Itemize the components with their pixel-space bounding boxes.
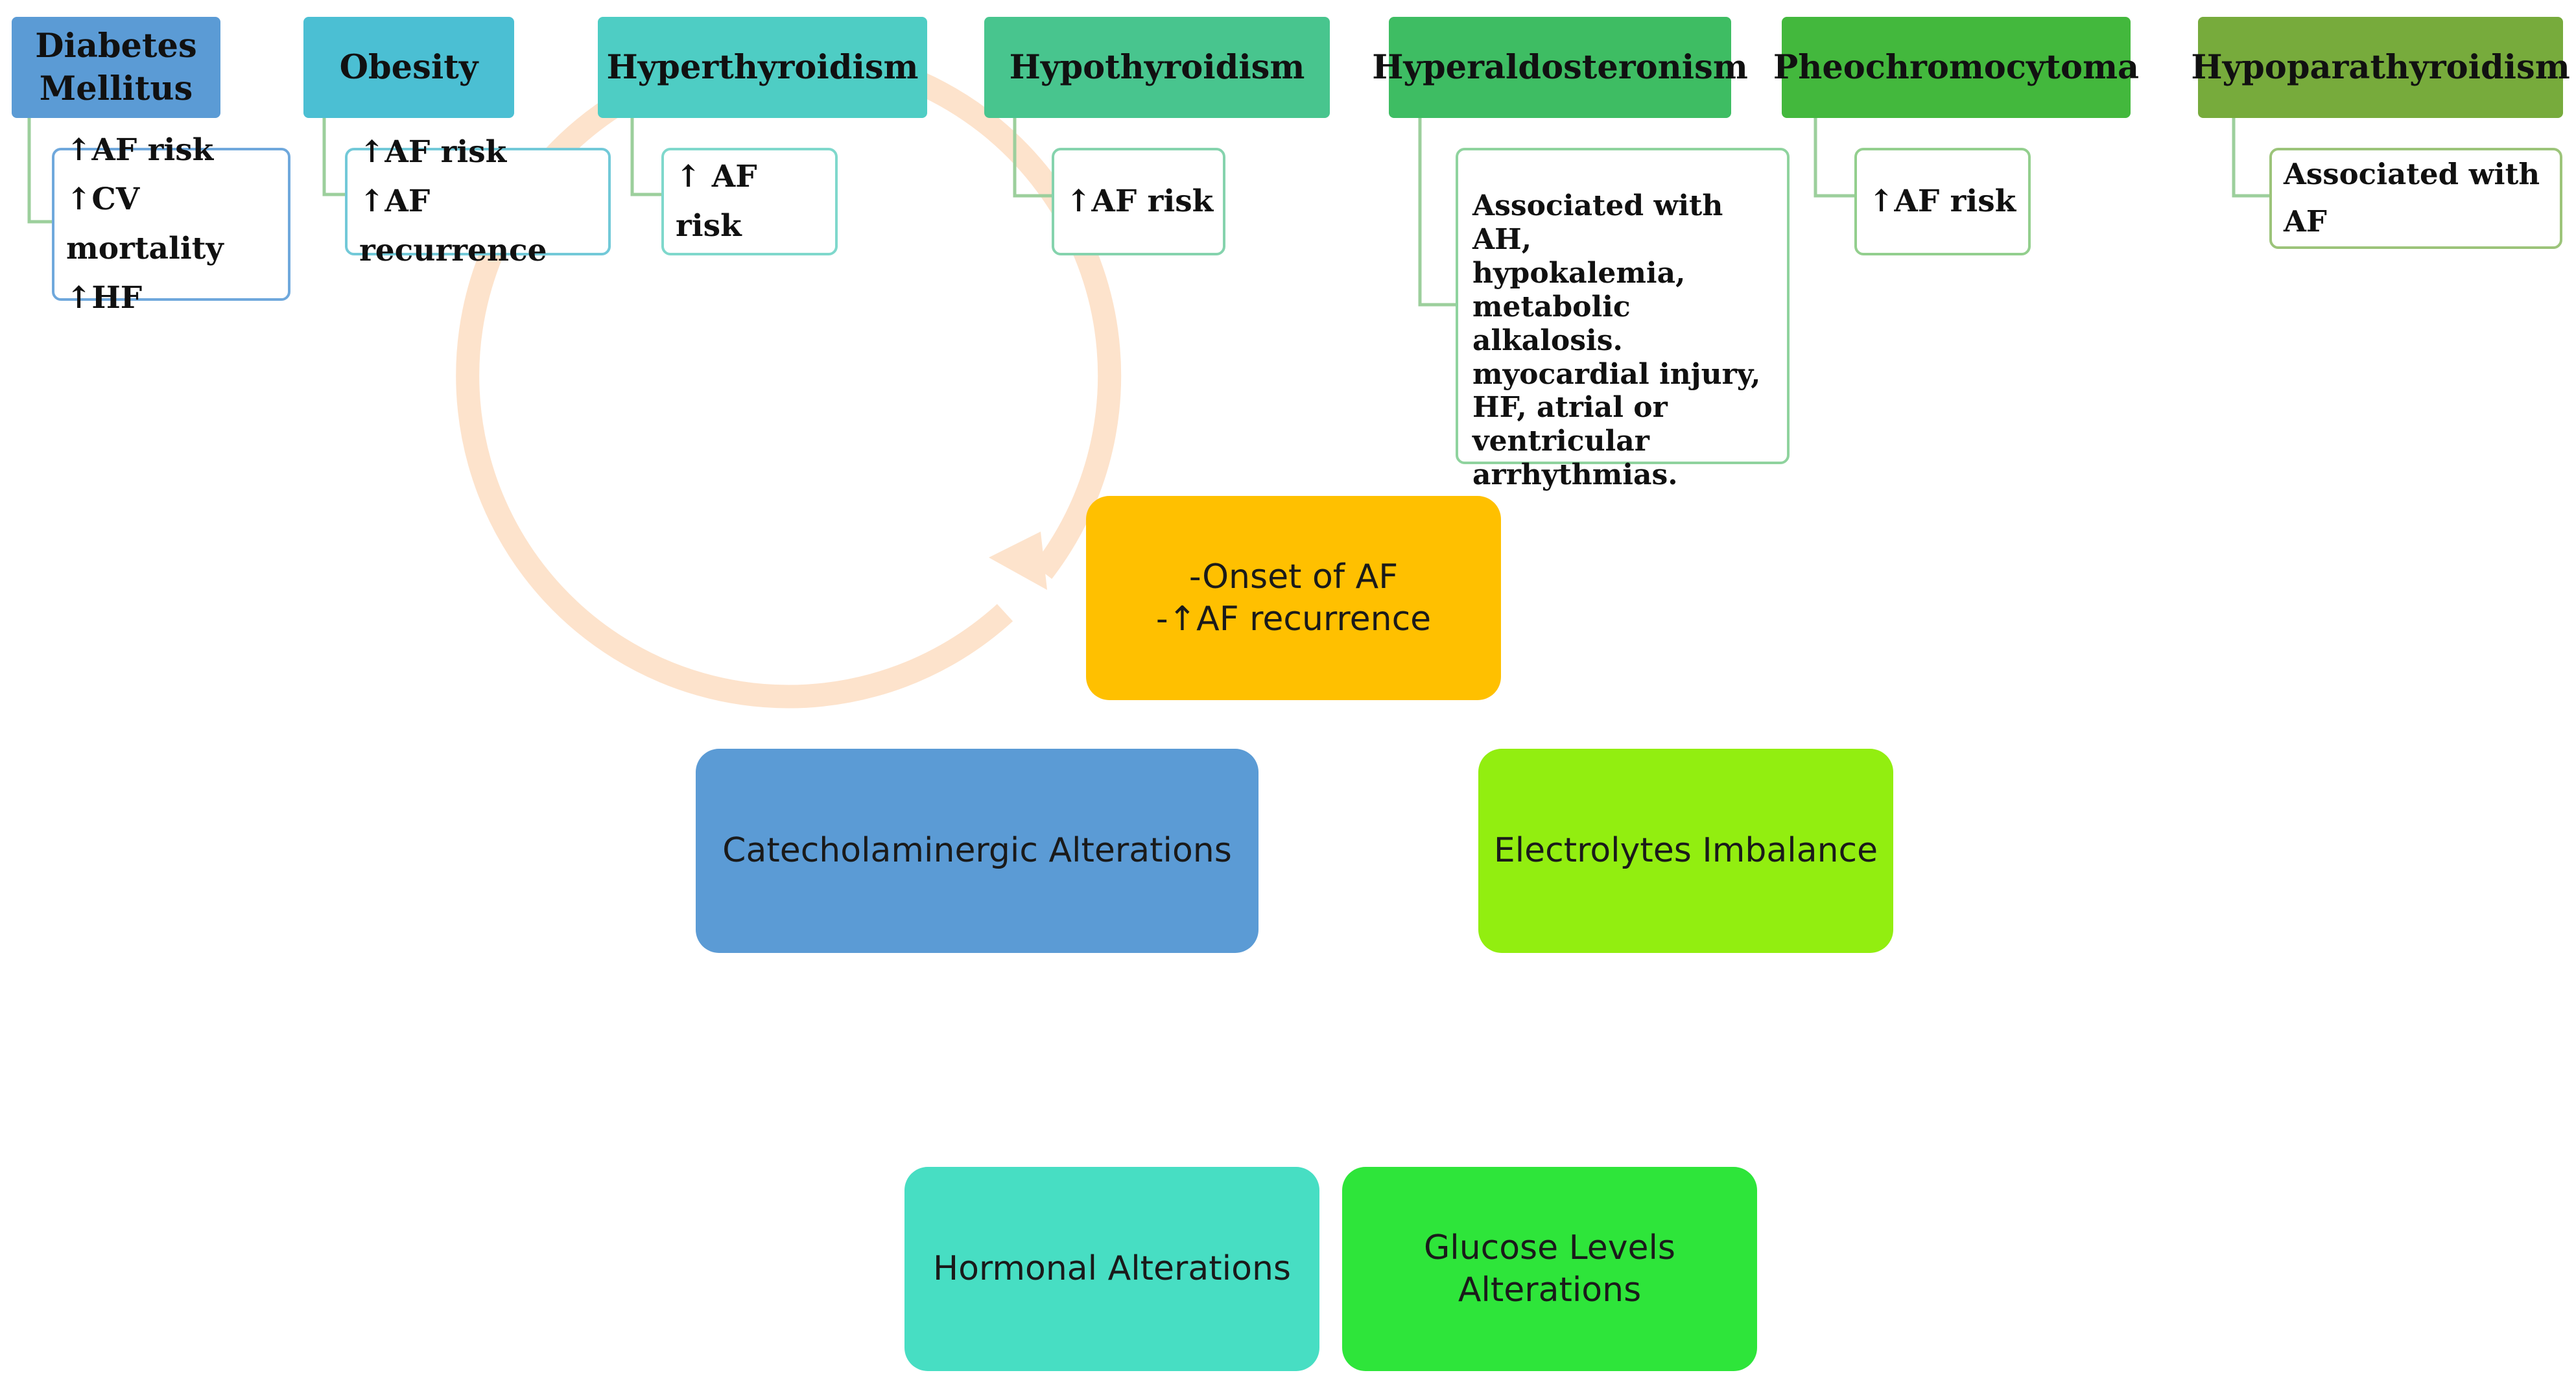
header-hyperaldosteronism: Hyperaldosteronism <box>1372 17 1748 118</box>
connector-hyperthyroidism <box>630 118 661 196</box>
header-pheochromocytoma: Pheochromocytoma <box>1773 17 2139 118</box>
connector-diabetes <box>27 118 52 224</box>
effect-pheochromocytoma: ↑AF risk <box>1854 148 2031 255</box>
header-hypoparathyroidism: Hypoparathyroidism <box>2191 17 2570 118</box>
header-hypothyroidism: Hypothyroidism <box>984 17 1330 118</box>
effect-obesity: ↑AF risk ↑AF recurrence <box>345 134 611 268</box>
header-diabetes-mellitus: Diabetes Mellitus <box>12 17 220 118</box>
connector-hyperaldosteronism <box>1418 118 1456 307</box>
cycle-center-onset-af: -Onset of AF -↑AF recurrence <box>1086 496 1501 700</box>
cycle-node-hormonal: Hormonal Alterations <box>904 1167 1319 1371</box>
connector-pheochromocytoma <box>1814 118 1854 198</box>
connector-hypothyroidism <box>1013 118 1052 198</box>
header-hyperthyroidism: Hyperthyroidism <box>598 17 927 118</box>
effect-hyperthyroidism: ↑ AF risk <box>661 148 838 255</box>
cycle-arrowhead <box>989 532 1047 590</box>
cycle-node-glucose: Glucose Levels Alterations <box>1342 1167 1757 1371</box>
effect-diabetes-mellitus: ↑AF risk ↑CV mortality ↑HF <box>52 132 290 316</box>
effect-hyperaldosteronism: Associated with AH, hypokalemia, metabol… <box>1456 148 1790 491</box>
effect-hypothyroidism: ↑AF risk <box>1052 148 1225 255</box>
connector-obesity <box>322 118 347 196</box>
cycle-node-catecholaminergic: Catecholaminergic Alterations <box>696 749 1258 953</box>
header-obesity: Obesity <box>303 17 514 118</box>
effect-hypoparathyroidism: Associated with AF <box>2269 148 2562 249</box>
connector-hypoparathyroidism <box>2232 118 2269 198</box>
cycle-node-electrolytes: Electrolytes Imbalance <box>1478 749 1893 953</box>
